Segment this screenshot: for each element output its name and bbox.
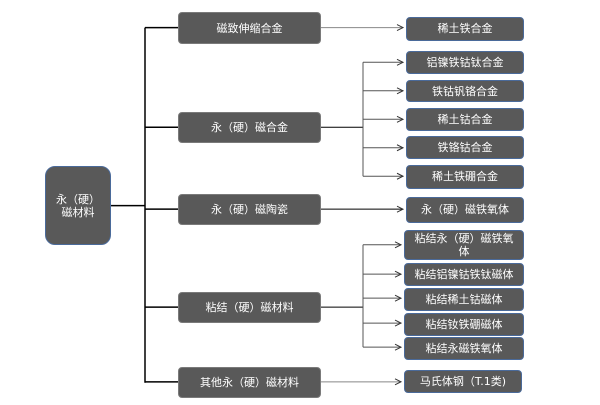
- root-node: 永（硬） 磁材料: [45, 166, 111, 245]
- leaf-node: 粘结稀土钴磁体: [404, 288, 524, 311]
- leaf-node: 稀土铁合金: [406, 16, 524, 41]
- branch-node-permanent-alloy: 永（硬）磁合金: [178, 112, 321, 144]
- leaf-node: 粘结永（硬）磁铁氧体: [404, 229, 524, 260]
- leaf-node: 铁铬钴合金: [406, 136, 524, 160]
- branch-node-magnetostrictive: 磁致伸缩合金: [178, 12, 321, 44]
- leaf-node: 粘结铝镍钴铁钛磁体: [404, 263, 524, 286]
- leaf-node: 马氏体钢（T.1类): [404, 370, 522, 394]
- leaf-node: 粘结钕铁硼磁体: [404, 313, 524, 336]
- leaf-node: 稀土钴合金: [406, 107, 524, 131]
- leaf-node: 永（硬）磁铁氧体: [406, 196, 524, 223]
- leaf-node: 稀土铁硼合金: [406, 164, 524, 189]
- branch-node-permanent-ceramic: 永（硬）磁陶瓷: [178, 194, 321, 226]
- branch-node-other-material: 其他永（硬）磁材料: [178, 366, 321, 398]
- leaf-node: 铝镍铁钴钛合金: [406, 50, 524, 74]
- leaf-node: 粘结永磁铁氧体: [404, 337, 524, 360]
- leaf-node: 铁钴钒铬合金: [406, 80, 524, 103]
- branch-node-bonded-material: 粘结（硬）磁材料: [178, 291, 321, 324]
